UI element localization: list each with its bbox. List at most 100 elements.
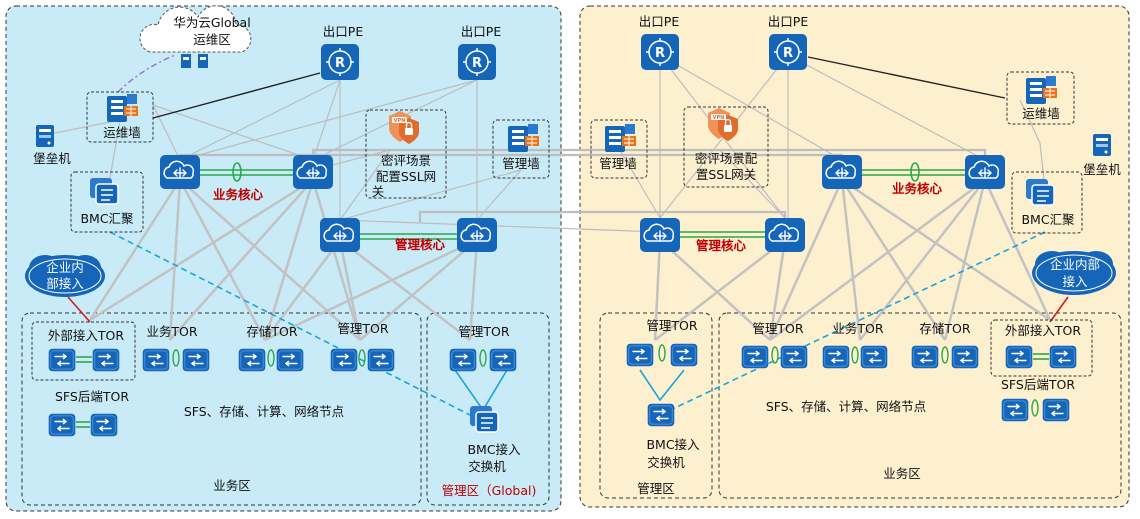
left-mgmt-tor4-icon[interactable] [488, 348, 517, 372]
left-sfs-tor-label: SFS后端TOR [55, 389, 129, 404]
right-biz-core2-icon[interactable] [964, 154, 1006, 190]
left-mgmt-core2-icon[interactable] [456, 217, 498, 253]
right-mgmt-core2-icon[interactable] [764, 217, 806, 253]
right-vpn-label-line2: 置SSL网关 [696, 167, 756, 182]
left-mgmt-tor1-icon[interactable] [329, 348, 358, 372]
right-storage-tor1-icon[interactable] [911, 345, 939, 369]
left-bastion-label: 堡垒机 [33, 151, 71, 166]
left-business-zone-box [21, 312, 422, 506]
right-storage-tor-label: 存储TOR [919, 321, 970, 336]
ops-wall-link [152, 72, 321, 119]
right-pe2-label: 出口PE [768, 14, 809, 29]
right-business-zone-box [718, 312, 1122, 499]
left-pe1-router-icon[interactable] [320, 43, 360, 81]
right-sfs-tor1-icon[interactable] [1001, 398, 1029, 422]
right-mgmt-zone-box [599, 312, 713, 499]
left-bmc-access-line2: 交换机 [468, 459, 506, 474]
left-vpn-label-line3: 关 [372, 184, 385, 199]
right-bmc-access-line2: 交换机 [647, 455, 685, 470]
left-ops-wall-label: 运维墙 [103, 125, 141, 140]
right-bastion-label: 堡垒机 [1083, 162, 1121, 177]
left-mgmt-core1-icon[interactable] [319, 217, 361, 253]
right-mgmt-tor1-icon[interactable] [626, 343, 654, 367]
left-mgmt-zone-box [426, 312, 550, 506]
right-biz-tor2-icon[interactable] [860, 345, 888, 369]
left-vpn-label-line2: 配置SSL网 [376, 169, 436, 184]
left-biz-core2-icon[interactable] [292, 154, 334, 190]
left-enterprise-line1: 企业内 [46, 260, 84, 275]
left-biz-tor-label: 业务TOR [146, 324, 197, 339]
left-storage-tor1-icon[interactable] [237, 348, 266, 372]
right-vpn-label-line1: 密评场景配 [695, 151, 758, 166]
left-ext-tor-label: 外部接入TOR [48, 328, 124, 343]
right-biz-core-label: 业务核心 [892, 181, 943, 196]
right-ext-tor1-icon[interactable] [1005, 345, 1034, 369]
right-bastion-server-icon[interactable] [1093, 134, 1111, 156]
right-enterprise-link [1049, 296, 1069, 323]
right-pe1-label: 出口PE [639, 14, 680, 29]
right-pe2-router-icon[interactable] [768, 33, 808, 71]
right-ext-tor-label: 外部接入TOR [1005, 323, 1081, 338]
left-biz-core1-icon[interactable] [159, 154, 201, 190]
right-bmc-access-line1: BMC接入 [646, 437, 700, 452]
left-bastion-server-icon[interactable] [36, 125, 54, 147]
left-enterprise-line2: 部接入 [46, 276, 84, 291]
left-storage-tor2-icon[interactable] [275, 348, 304, 372]
left-biz-tor1-icon[interactable] [141, 348, 171, 372]
bmc-dashed-links [109, 231, 1046, 416]
cloud-link [117, 54, 176, 93]
right-enterprise-line2: 接入 [1062, 274, 1088, 289]
right-mgmt-tor3-icon[interactable] [741, 345, 769, 369]
left-pe1-label: 出口PE [323, 24, 364, 39]
right-nodes-label: SFS、存储、计算、网络节点 [766, 399, 926, 414]
left-vpn-label-line1: 密评场景 [381, 153, 431, 168]
left-mgmt-core-label: 管理核心 [395, 237, 446, 252]
right-ops-wall-link [807, 56, 1006, 99]
left-mgmt-tor2-label: 管理TOR [458, 324, 509, 339]
right-mgmt-wall-label: 管理墙 [599, 156, 637, 171]
right-ops-wall-label: 运维墙 [1022, 106, 1060, 121]
right-mgmt-tor2-label: 管理TOR [752, 321, 803, 336]
left-mgmt-tor2-icon[interactable] [367, 348, 396, 372]
right-storage-tor2-icon[interactable] [951, 345, 979, 369]
left-sfs-tor1-icon[interactable] [48, 413, 77, 437]
cloud-label-line2: 运维区 [193, 32, 231, 47]
right-mgmt-tor2-icon[interactable] [670, 343, 698, 367]
right-enterprise-cloud-icon [1032, 251, 1116, 295]
trunks [200, 162, 965, 240]
left-mgmt-tor3-icon[interactable] [448, 348, 477, 372]
left-bmc-aggr-label: BMC汇聚 [80, 211, 134, 226]
right-biz-zone-label: 业务区 [883, 466, 921, 481]
right-bmc-access-switch-icon[interactable] [647, 403, 675, 427]
left-ext-tor2-icon[interactable] [92, 348, 121, 372]
right-sfs-tor-label: SFS后端TOR [1001, 377, 1075, 392]
right-biz-tor1-icon[interactable] [821, 345, 850, 369]
left-nodes-label: SFS、存储、计算、网络节点 [184, 404, 344, 419]
right-ext-tor2-icon[interactable] [1048, 345, 1078, 369]
left-biz-core-label: 业务核心 [213, 187, 264, 202]
right-mgmt-core1-icon[interactable] [639, 217, 681, 253]
right-mgmt-core-label: 管理核心 [696, 238, 747, 253]
left-ext-tor1-icon[interactable] [48, 348, 77, 372]
cloud-label-line1: 华为云Global [173, 15, 250, 30]
huawei-cloud-icon [139, 5, 252, 68]
left-mgmt-tor-label: 管理TOR [337, 321, 388, 336]
right-mgmt-tor-label: 管理TOR [646, 318, 697, 333]
left-storage-tor-label: 存储TOR [246, 324, 297, 339]
right-mgmt-tor4-icon[interactable] [780, 345, 808, 369]
left-enterprise-cloud-icon [25, 255, 105, 297]
left-bmc-access-line1: BMC接入 [467, 442, 521, 457]
left-mgmt-wall-label: 管理墙 [502, 156, 540, 171]
right-enterprise-line1: 企业内部 [1050, 257, 1100, 272]
left-biz-tor2-icon[interactable] [181, 348, 211, 372]
right-sfs-tor2-icon[interactable] [1041, 398, 1070, 422]
left-pe2-router-icon[interactable] [457, 43, 497, 81]
right-pe1-router-icon[interactable] [640, 33, 680, 71]
left-region [5, 5, 562, 512]
right-biz-tor-label: 业务TOR [832, 321, 883, 336]
left-pe2-label: 出口PE [461, 24, 502, 39]
right-mgmt-zone-label: 管理区 [637, 481, 675, 496]
left-sfs-tor2-icon[interactable] [90, 413, 119, 437]
right-biz-core1-icon[interactable] [821, 154, 863, 190]
